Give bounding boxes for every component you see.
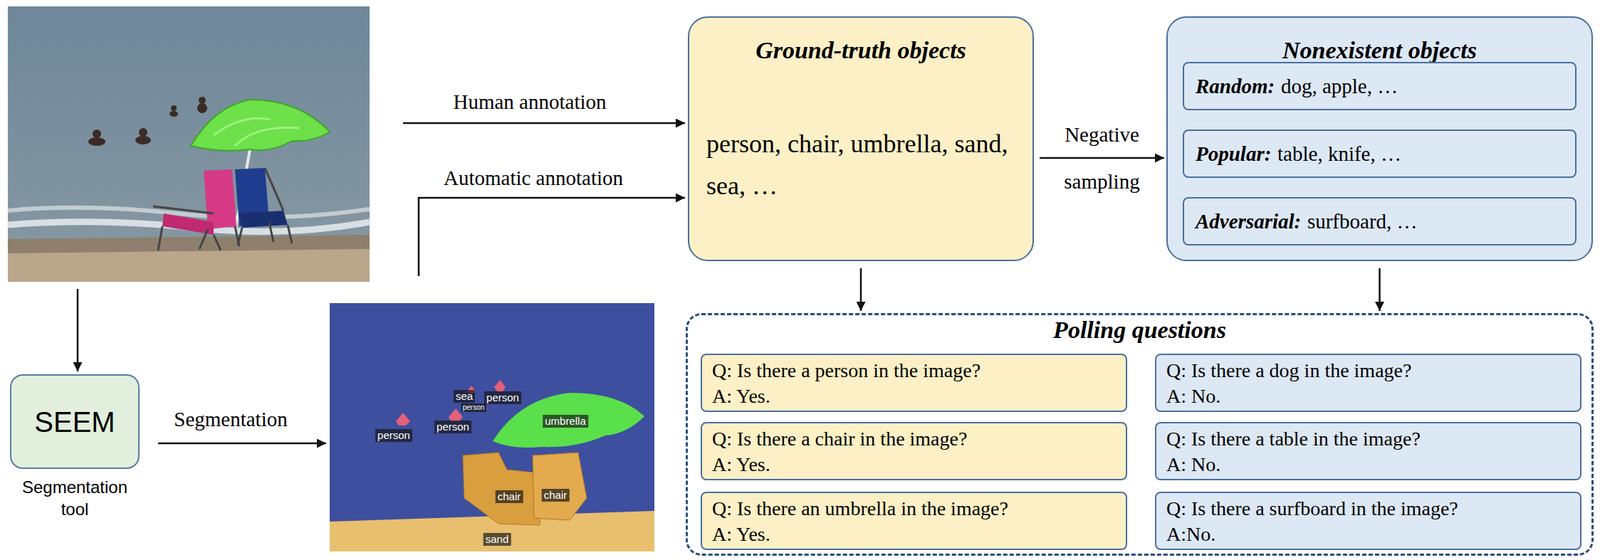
chair-mask xyxy=(532,452,587,521)
mask-label: chair xyxy=(541,489,570,503)
mask-label: sand xyxy=(483,533,512,547)
question-box: Q: Is there a dog in the image?A: No. xyxy=(1154,353,1582,413)
object-list: surfboard, … xyxy=(1307,208,1418,235)
sampling-box: Popular:table, knife, … xyxy=(1182,129,1577,179)
answer-text: A: Yes. xyxy=(712,383,1116,410)
question-box: Q: Is there a chair in the image?A: Yes. xyxy=(700,422,1128,481)
arrow xyxy=(76,289,80,372)
mask-label: person xyxy=(484,391,522,405)
connector-arrow xyxy=(1039,157,1165,160)
chair-mask xyxy=(462,452,542,526)
object-list: table, knife, … xyxy=(1277,140,1402,167)
question-box: Q: Is there an umbrella in the image?A: … xyxy=(700,492,1128,551)
sea xyxy=(7,6,370,282)
arrow xyxy=(403,122,686,125)
tool-box: SEEMSegmentation tool xyxy=(9,374,140,470)
question-text: Q: Is there a dog in the image? xyxy=(1166,358,1571,384)
mask-label: person xyxy=(375,429,413,443)
object-list: dog, apple, … xyxy=(1280,73,1398,99)
polling-box: Polling questions Q: Is there a person in… xyxy=(685,313,1594,557)
mask-label: chair xyxy=(495,490,524,504)
sea-mask xyxy=(329,303,655,552)
box-title: Nonexistent objects xyxy=(1184,36,1575,65)
box-title: Polling questions xyxy=(687,316,1592,345)
beach-photo xyxy=(7,6,370,282)
mask-label: person xyxy=(434,420,472,434)
question-text: Q: Is there a surfboard in the image? xyxy=(1166,496,1571,522)
edge-label: Negative sampling xyxy=(1048,111,1156,206)
tool-name: SEEM xyxy=(34,405,115,439)
arrow xyxy=(418,197,686,277)
answer-text: A: Yes. xyxy=(712,452,1116,478)
sampling-name: Adversarial: xyxy=(1195,208,1301,235)
answer-text: A: Yes. xyxy=(712,521,1116,548)
object-list: person, chair, umbrella, sand, sea, … xyxy=(706,123,1016,208)
wave xyxy=(7,207,370,218)
blue-chair xyxy=(234,168,292,245)
connector-arrow xyxy=(860,268,863,312)
tool-caption: Segmentation tool xyxy=(11,476,139,521)
answer-text: A:No. xyxy=(1166,521,1571,548)
sampling-name: Random: xyxy=(1195,73,1275,99)
nonexistent-box: Nonexistent objectsRandom:dog, apple, …P… xyxy=(1166,16,1593,262)
wet-sand xyxy=(7,234,370,282)
ground-truth-box: Ground-truth objects person, chair, umbre… xyxy=(687,16,1034,262)
canopy-highlight xyxy=(213,118,300,146)
arrow xyxy=(158,442,327,446)
question-text: Q: Is there an umbrella in the image? xyxy=(712,496,1116,522)
arrow-label: Automatic annotation xyxy=(443,165,624,191)
answer-text: A: No. xyxy=(1166,383,1571,410)
question-text: Q: Is there a person in the image? xyxy=(712,358,1116,384)
answer-text: A: No. xyxy=(1166,452,1571,478)
box-title: Ground-truth objects xyxy=(706,36,1016,65)
connector-arrow xyxy=(1378,268,1381,312)
mask-label: sea xyxy=(453,390,475,404)
sampling-box: Random:dog, apple, … xyxy=(1182,61,1577,111)
question-box: Q: Is there a surfboard in the image?A:N… xyxy=(1154,492,1582,551)
mask-label: umbrella xyxy=(542,415,589,428)
sampling-box: Adversarial:surfboard, … xyxy=(1182,197,1577,246)
mask-label: person xyxy=(461,403,487,413)
question-box: Q: Is there a person in the image?A: Yes… xyxy=(700,353,1128,413)
pink-chair xyxy=(153,169,240,251)
segmentation-image xyxy=(329,303,655,552)
question-text: Q: Is there a table in the image? xyxy=(1166,426,1571,453)
annotation-arrows xyxy=(77,123,686,444)
umbrella-canopy xyxy=(190,99,330,151)
dry-sand xyxy=(7,249,370,282)
arrow-label: Human annotation xyxy=(452,89,606,114)
arrow-label: Segmentation xyxy=(173,407,287,432)
swimmers xyxy=(88,96,208,146)
question-box: Q: Is there a table in the image?A: No. xyxy=(1154,422,1582,481)
question-text: Q: Is there a chair in the image? xyxy=(712,426,1116,453)
sampling-name: Popular: xyxy=(1195,140,1272,167)
